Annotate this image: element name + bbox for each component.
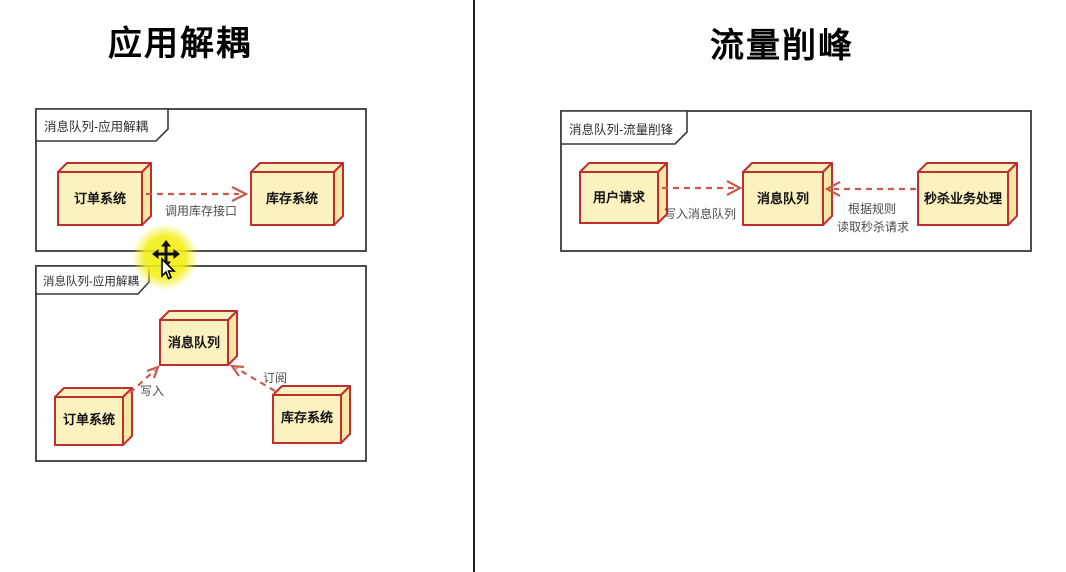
node-order-system: 订单系统 bbox=[54, 387, 133, 446]
arrowhead-icon bbox=[146, 365, 160, 379]
node-top-face bbox=[579, 162, 668, 173]
node-label: 库存系统 bbox=[266, 191, 318, 206]
node-front-face bbox=[250, 171, 335, 226]
node-label: 订单系统 bbox=[74, 191, 126, 206]
node-front-face bbox=[57, 171, 143, 226]
frame-tab bbox=[560, 110, 688, 145]
arrow-label-write: 写入消息队列 bbox=[664, 206, 736, 221]
arrowhead-icon bbox=[231, 186, 249, 202]
arrow-label-read-line2: 读取秒杀请求 bbox=[837, 219, 909, 234]
node-front-face bbox=[159, 319, 229, 366]
node-label: 订单系统 bbox=[63, 412, 115, 427]
node-label: 用户请求 bbox=[592, 190, 646, 205]
arrow-label: 调用库存接口 bbox=[165, 203, 237, 218]
arrow-line bbox=[129, 369, 156, 394]
node-order-system: 订单系统 bbox=[57, 162, 152, 226]
node-front-face bbox=[272, 394, 342, 444]
node-top-face bbox=[159, 310, 238, 321]
frame-tab bbox=[35, 108, 169, 142]
node-side-face bbox=[340, 385, 351, 444]
arrow-label-write: 写入 bbox=[140, 384, 164, 398]
arrow-user-to-mq bbox=[662, 180, 743, 196]
node-inventory-system: 库存系统 bbox=[272, 385, 351, 444]
node-front-face bbox=[917, 171, 1009, 226]
arrow-inventory-subscribe-to-mq bbox=[229, 364, 276, 392]
frame-tab-title: 消息队列-流量削锋 bbox=[569, 122, 674, 137]
node-side-face bbox=[122, 387, 133, 446]
arrowhead-icon bbox=[229, 364, 245, 377]
node-front-face bbox=[742, 171, 824, 226]
node-front-face bbox=[579, 171, 659, 224]
arrowhead-icon bbox=[726, 180, 743, 196]
frame-tab-title: 消息队列-应用解耦 bbox=[44, 119, 148, 134]
node-label: 消息队列 bbox=[757, 191, 809, 206]
frame-peak-shaving: 消息队列-流量削锋 用户请求 消息队列 秒杀业务处理 写入消息队列 bbox=[560, 110, 1032, 252]
frame-decoupling-before: 消息队列-应用解耦 订单系统 库存系统 调用库存接口 bbox=[35, 108, 367, 252]
node-front-face bbox=[54, 396, 124, 446]
node-inventory-system: 库存系统 bbox=[250, 162, 344, 226]
frame-decoupling-after: 消息队列-应用解耦 消息队列 订单系统 库存系统 写入 bbox=[35, 265, 367, 462]
node-label: 消息队列 bbox=[168, 335, 220, 350]
node-top-face bbox=[57, 162, 152, 173]
node-top-face bbox=[272, 385, 351, 396]
arrow-order-write-to-mq bbox=[129, 365, 160, 394]
arrowhead-icon bbox=[824, 181, 841, 197]
vertical-divider bbox=[473, 0, 475, 572]
node-side-face bbox=[227, 310, 238, 366]
node-top-face bbox=[250, 162, 344, 173]
frame-tab bbox=[35, 265, 150, 295]
node-message-queue: 消息队列 bbox=[159, 310, 238, 366]
right-panel-title: 流量削峰 bbox=[710, 27, 854, 65]
node-side-face bbox=[822, 162, 833, 226]
frame-tab-title: 消息队列-应用解耦 bbox=[43, 274, 139, 288]
mouse-pointer-icon bbox=[161, 257, 176, 280]
left-panel-title: 应用解耦 bbox=[108, 25, 252, 63]
node-message-queue: 消息队列 bbox=[742, 162, 833, 226]
cursor-highlight bbox=[132, 224, 198, 290]
arrow-seckill-to-mq bbox=[824, 181, 916, 197]
node-top-face bbox=[742, 162, 833, 173]
node-side-face bbox=[1007, 162, 1018, 226]
arrow-label-read-line1: 根据规则 bbox=[848, 201, 896, 216]
node-top-face bbox=[917, 162, 1018, 173]
node-label: 秒杀业务处理 bbox=[924, 191, 1002, 206]
arrow-order-to-inventory bbox=[146, 186, 249, 202]
node-side-face bbox=[333, 162, 344, 226]
arrow-label-subscribe: 订阅 bbox=[263, 371, 287, 385]
node-top-face bbox=[54, 387, 133, 398]
node-label: 库存系统 bbox=[281, 410, 333, 425]
node-user-request: 用户请求 bbox=[579, 162, 668, 224]
arrow-line bbox=[235, 367, 276, 392]
node-seckill-processing: 秒杀业务处理 bbox=[917, 162, 1018, 226]
